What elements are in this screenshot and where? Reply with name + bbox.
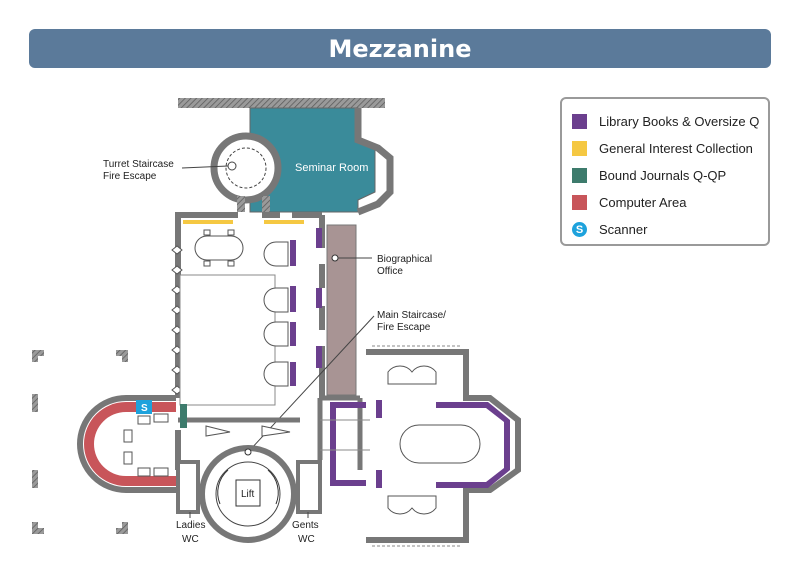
east-wing-tables (387, 365, 481, 515)
study-table (194, 229, 244, 267)
main-staircase-marker (244, 448, 252, 456)
gents-wc-line1: Gents (292, 520, 319, 531)
gents-wc-line2: WC (298, 534, 315, 545)
east-wing-passage (320, 419, 370, 451)
ladies-wc (176, 460, 200, 514)
lift-staircase (215, 461, 281, 527)
ladies-wc-line2: WC (182, 534, 199, 545)
turret-wall (210, 132, 282, 204)
legend: Library Books & Oversize Q General Inter… (560, 97, 770, 246)
page-title: Mezzanine (328, 34, 472, 63)
legend-label: Library Books & Oversize Q (599, 114, 760, 129)
stair-arrow-b (267, 469, 279, 505)
turret-neck-right (262, 196, 270, 212)
reading-area (179, 274, 276, 406)
legend-item-general-interest: General Interest Collection (572, 135, 768, 162)
lobby-detail (205, 425, 291, 437)
apse-wall (77, 395, 176, 493)
top-wall (178, 98, 385, 108)
turret-label-line2: Fire Escape (103, 171, 157, 182)
general-interest-shelf-a (183, 220, 233, 224)
bound-journals-shelf (180, 404, 187, 428)
turret-newel (227, 161, 237, 171)
library-books-shelves-b (330, 400, 510, 488)
computer-area-swatch (572, 195, 587, 210)
scanner-marker (136, 400, 152, 414)
computer-area (84, 402, 176, 486)
stair-arrow-a (217, 469, 229, 505)
biographical-office-line2: Office (377, 266, 403, 277)
legend-label: Bound Journals Q-QP (599, 168, 727, 183)
seminar-room-wall (354, 108, 394, 216)
turret-staircase (225, 147, 267, 189)
legend-item-scanner: S Scanner (572, 216, 768, 243)
general-interest-shelf-b (264, 220, 304, 224)
ladies-wc-line1: Ladies (176, 520, 205, 531)
lift-label: Lift (241, 489, 255, 500)
office-marker (331, 254, 339, 262)
biographical-office (326, 224, 357, 396)
biographical-office-line1: Biographical (377, 254, 432, 265)
legend-item-library-books: Library Books & Oversize Q (572, 108, 768, 135)
library-books-shelves-a (290, 228, 322, 386)
turret-leader (181, 165, 229, 169)
lift (235, 479, 261, 507)
library-books-swatch (572, 114, 587, 129)
main-staircase-line1: Main Staircase/ (377, 310, 446, 321)
general-interest-swatch (572, 141, 587, 156)
scanner-icon: S (572, 222, 587, 237)
turret-label-line1: Turret Staircase (103, 159, 174, 170)
legend-label: Computer Area (599, 195, 687, 210)
turret-neck-left (237, 196, 245, 212)
scanner-marker-label: S (141, 403, 148, 414)
seminar-room-label: Seminar Room (295, 162, 368, 174)
corner-markers (32, 350, 128, 534)
legend-label: Scanner (599, 222, 648, 237)
legend-item-bound-journals: Bound Journals Q-QP (572, 162, 768, 189)
legend-label: General Interest Collection (599, 141, 753, 156)
east-wing-wall (366, 349, 521, 543)
carrel-desks (263, 241, 289, 387)
title-bar: Mezzanine (29, 29, 771, 68)
gents-wc (296, 460, 322, 514)
lobby-walls (178, 395, 363, 470)
bound-journals-swatch (572, 168, 587, 183)
main-staircase-line2: Fire Escape (377, 322, 431, 333)
legend-item-computer-area: Computer Area (572, 189, 768, 216)
computer-desks (123, 413, 169, 477)
